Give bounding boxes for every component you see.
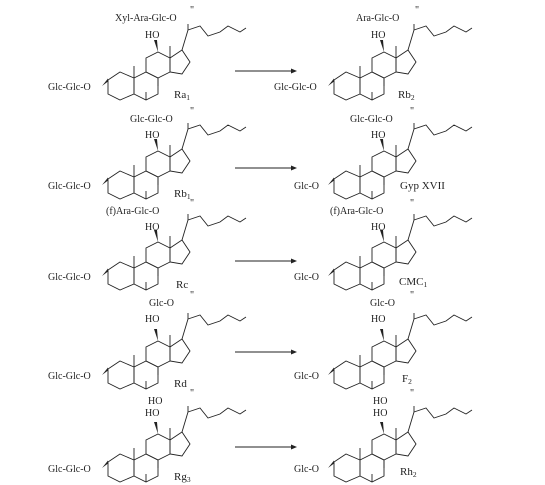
c3-substituent: Glc-O [294,464,319,475]
hydroxyl-label: HO [145,408,159,419]
compound-label: Rb1 [174,188,191,201]
hydroxyl-label: HO [145,30,159,41]
product-structure [325,405,473,483]
c3-substituent: Glc-Glc-O [48,181,91,192]
hydroxyl-label: HO [371,130,385,141]
hydroxyl-label: HO [371,314,385,325]
stereo-mark: " [190,106,194,117]
stereo-mark: " [410,198,414,209]
compound-label: Gyp XVII [400,180,445,192]
c3-substituent: Glc-Glc-O [48,464,91,475]
substrate-structure [99,23,247,101]
stereo-mark: " [190,5,194,16]
reaction-arrow [235,165,297,171]
hydroxyl-label: HO [145,314,159,325]
hydroxyl-label: HO [371,30,385,41]
c3-substituent: Glc-O [294,272,319,283]
c20-substituent: Glc-Glc-O [130,114,173,125]
hydroxyl-label: HO [373,408,387,419]
hydroxyl-label: HO [371,222,385,233]
c20-substituent: Ara-Glc-O [356,13,399,24]
compound-label: Rd [174,378,187,390]
stereo-mark: " [410,388,414,399]
c3-substituent: Glc-O [294,181,319,192]
c3-substituent: Glc-Glc-O [48,82,91,93]
c20-substituent: Xyl-Ara-Glc-O [115,13,177,24]
c20-substituent: Glc-Glc-O [350,114,393,125]
c20-substituent: HO [373,396,387,407]
c20-substituent: HO [148,396,162,407]
compound-label: CMC1 [399,276,427,289]
compound-label: Rc [176,279,188,291]
c20-substituent: Glc-O [370,298,395,309]
stereo-mark: " [190,388,194,399]
substrate-structure [99,122,247,200]
c3-substituent: Glc-Glc-O [48,371,91,382]
hydroxyl-label: HO [145,130,159,141]
substrate-structure [99,405,247,483]
compound-label: Ra1 [174,89,190,102]
c20-substituent: (f)Ara-Glc-O [106,206,159,217]
reaction-arrow [235,349,297,355]
product-structure [325,122,473,200]
stereo-mark: " [190,198,194,209]
c3-substituent: Glc-O [294,371,319,382]
reaction-arrow [235,444,297,450]
stereo-mark: " [415,5,419,16]
c20-substituent: (f)Ara-Glc-O [330,206,383,217]
stereo-mark: " [190,290,194,301]
reaction-arrow [235,258,297,264]
stereo-mark: " [410,106,414,117]
c3-substituent: Glc-Glc-O [274,82,317,93]
compound-label: Rg3 [174,471,191,484]
c20-substituent: Glc-O [149,298,174,309]
compound-label: Rb2 [398,89,415,102]
stereo-mark: " [410,290,414,301]
c3-substituent: Glc-Glc-O [48,272,91,283]
substrate-structure [99,213,247,291]
hydroxyl-label: HO [145,222,159,233]
substrate-structure [99,312,247,390]
reaction-arrow [235,68,297,74]
compound-label: Rh2 [400,466,417,479]
product-structure [325,312,473,390]
compound-label: F2 [402,373,412,386]
